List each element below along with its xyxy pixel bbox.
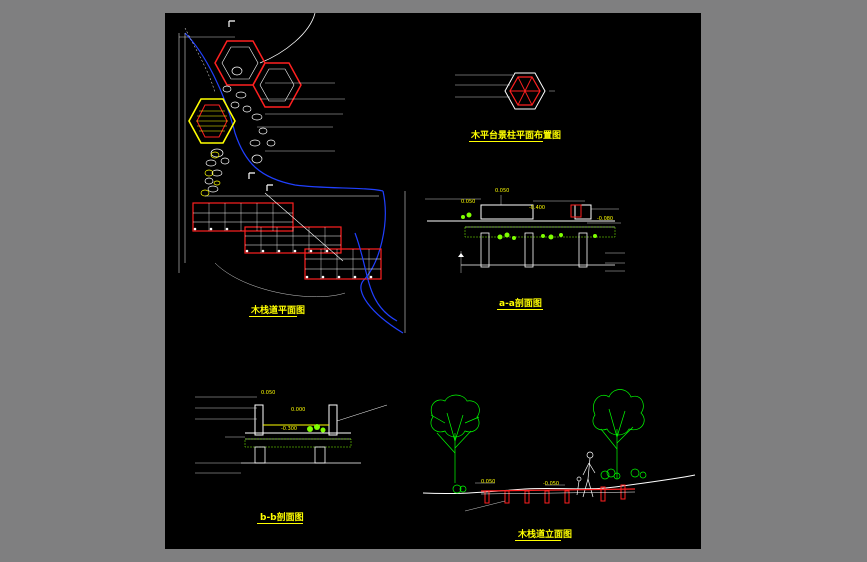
- section-b-elev-2: 0.000: [291, 407, 306, 413]
- title-underline: [249, 316, 297, 317]
- water-edge: [184, 32, 384, 192]
- cad-drawing: [178, 13, 696, 512]
- ground-line: [422, 474, 696, 495]
- hex-platform-2: [252, 62, 302, 108]
- platform-plan-title: 木平台景柱平面布置图: [471, 131, 562, 141]
- section-a-elev-4: 0.050: [461, 199, 476, 205]
- boardwalk-plan-title: 木栈道平面图: [251, 306, 306, 316]
- elevation-title: 木栈道立面图: [518, 530, 573, 540]
- stepping-stones: [204, 66, 276, 193]
- section-b-elev-1: 0.050: [261, 390, 276, 396]
- section-b: [195, 396, 388, 474]
- section-b-title: b-b剖面图: [260, 513, 304, 523]
- boardwalk-deck: [192, 202, 382, 280]
- section-a-title: a-a剖面图: [499, 299, 542, 309]
- hex-platform-3: [188, 98, 236, 144]
- section-b-elev-3: -0.300: [281, 426, 298, 432]
- section-a-elev-3: -0.080: [597, 216, 614, 222]
- title-underline: [515, 540, 561, 541]
- elevation-elev-2: -0.050: [543, 481, 560, 487]
- elevation-drawing: [422, 389, 696, 512]
- title-underline: [469, 141, 543, 142]
- tree-left: [430, 394, 480, 483]
- water-edge-3: [259, 13, 316, 64]
- elevation-elev-1: 0.050: [481, 479, 496, 485]
- title-underline: [497, 309, 543, 310]
- title-underline: [257, 523, 303, 524]
- section-a: [425, 195, 625, 273]
- hex-platform-1: [214, 40, 266, 86]
- tree-right: [592, 389, 645, 479]
- boardwalk-plan: [178, 13, 406, 334]
- water-edge-4: [184, 27, 216, 94]
- section-a-elev-1: 0.050: [495, 188, 510, 194]
- water-edge-2: [360, 190, 404, 334]
- section-a-elev-2: -0.400: [529, 205, 546, 211]
- platform-plan: [455, 72, 555, 110]
- drawing-sheet: 木栈道平面图 木平台景柱平面布置图 a-a剖面图 b-b剖面图 木栈道立面图 0…: [165, 13, 701, 549]
